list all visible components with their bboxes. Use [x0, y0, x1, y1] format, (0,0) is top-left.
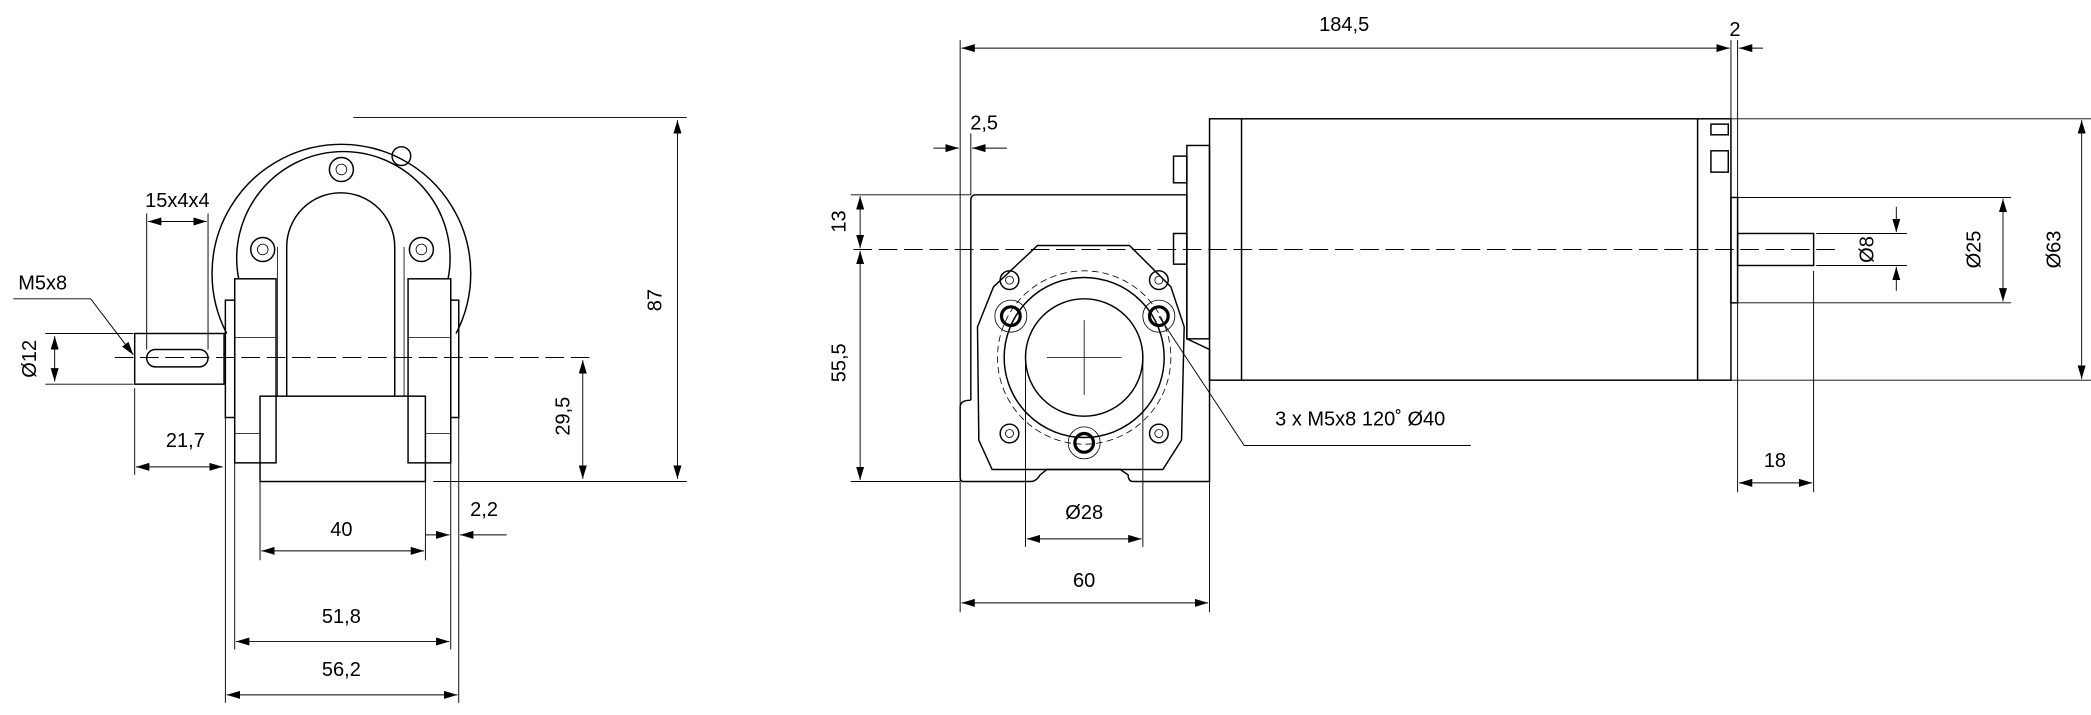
dim-87: 87: [644, 289, 666, 311]
dim-2-5: 2,5: [970, 112, 998, 134]
dim-18: 18: [1764, 450, 1786, 472]
dim-60: 60: [1073, 570, 1095, 592]
screw-heads: [249, 146, 435, 263]
dim-51-8: 51,8: [322, 606, 361, 628]
front-view: 184,5 2 2,5 13 55,5 3 x M5x8 120˚ Ø40 Ø2…: [828, 14, 2091, 613]
gearbox-flange: [211, 143, 472, 397]
dim-21-7: 21,7: [166, 430, 205, 452]
dim-29-5: 29,5: [552, 397, 574, 436]
label-m5x8: M5x8: [18, 272, 67, 294]
label-mount-holes: 3 x M5x8 120˚ Ø40: [1275, 409, 1445, 431]
mounting-holes: [994, 270, 1176, 460]
dim-d25: Ø25: [1963, 231, 1985, 269]
gearbox-housing: [959, 194, 1211, 483]
side-blocks: [224, 278, 460, 464]
dim-184-5: 184,5: [1319, 14, 1369, 36]
dim-13: 13: [828, 210, 850, 232]
motor-shaft: [1736, 232, 1815, 267]
dim-55-5: 55,5: [828, 343, 850, 382]
side-view: 87 29,5 Ø12 15x4x4 M5x8 21,7 40 2,2 51,8…: [13, 116, 687, 703]
dim-d28: Ø28: [1065, 502, 1103, 524]
dim-2-2: 2,2: [470, 499, 498, 521]
dim-d63: Ø63: [2043, 231, 2065, 269]
gear-base-block: [259, 395, 427, 483]
dim-2: 2: [1729, 19, 1740, 41]
dim-d12: Ø12: [19, 340, 41, 378]
dim-56-2: 56,2: [322, 659, 361, 681]
dim-40: 40: [330, 519, 352, 541]
output-shaft: [133, 332, 225, 385]
dim-key-15x4x4: 15x4x4: [145, 190, 210, 212]
dim-d8: Ø8: [1857, 236, 1879, 263]
